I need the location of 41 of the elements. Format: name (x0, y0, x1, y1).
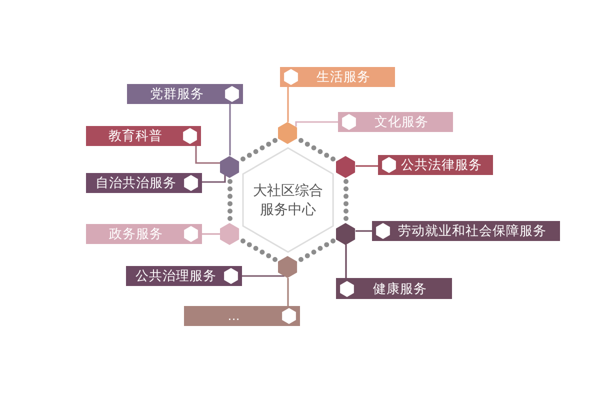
service-name: 公共治理服务 (136, 268, 216, 284)
hexagon-node (278, 256, 298, 278)
service-name: 文化服务 (374, 114, 428, 130)
label-bar (86, 126, 201, 146)
label-bar (86, 224, 202, 244)
service-name: 生活服务 (316, 69, 370, 85)
connector-line (229, 104, 231, 156)
center-hexagon (242, 148, 334, 252)
service-name: 健康服务 (373, 280, 427, 296)
label-bar (338, 112, 453, 132)
service-name: 政务服务 (109, 226, 163, 242)
connector-line (356, 230, 372, 232)
service-name: ... (228, 308, 240, 324)
hexagon-node (220, 222, 240, 244)
label-bar (280, 67, 395, 87)
connector-line (242, 275, 285, 277)
hexagon-node (336, 222, 356, 244)
connector-line (356, 165, 378, 167)
label-bar (336, 278, 452, 299)
service-name: 公共法律服务 (401, 157, 482, 173)
connector-line (202, 174, 226, 183)
connector-line (287, 87, 289, 122)
hexagon-node (336, 156, 356, 178)
center-title: 大社区综合服务中心 (252, 181, 324, 219)
connector-line (345, 244, 347, 278)
service-name: 教育科普 (108, 128, 162, 144)
connector-line (287, 278, 289, 306)
label-bar (184, 306, 300, 326)
hexagon-node (220, 156, 240, 178)
label-bar (127, 84, 243, 104)
hexagon-node (278, 122, 298, 144)
service-name: 劳动就业和社会保障服务 (398, 223, 546, 239)
connector-line (295, 121, 338, 127)
connector-line (195, 146, 220, 164)
label-bar (126, 266, 242, 286)
label-bar (378, 155, 493, 175)
service-name: 自治共治服务 (96, 175, 176, 191)
connector-line (202, 233, 220, 235)
label-bar (372, 221, 560, 241)
service-name: 党群服务 (150, 86, 204, 102)
label-bar (86, 173, 202, 193)
